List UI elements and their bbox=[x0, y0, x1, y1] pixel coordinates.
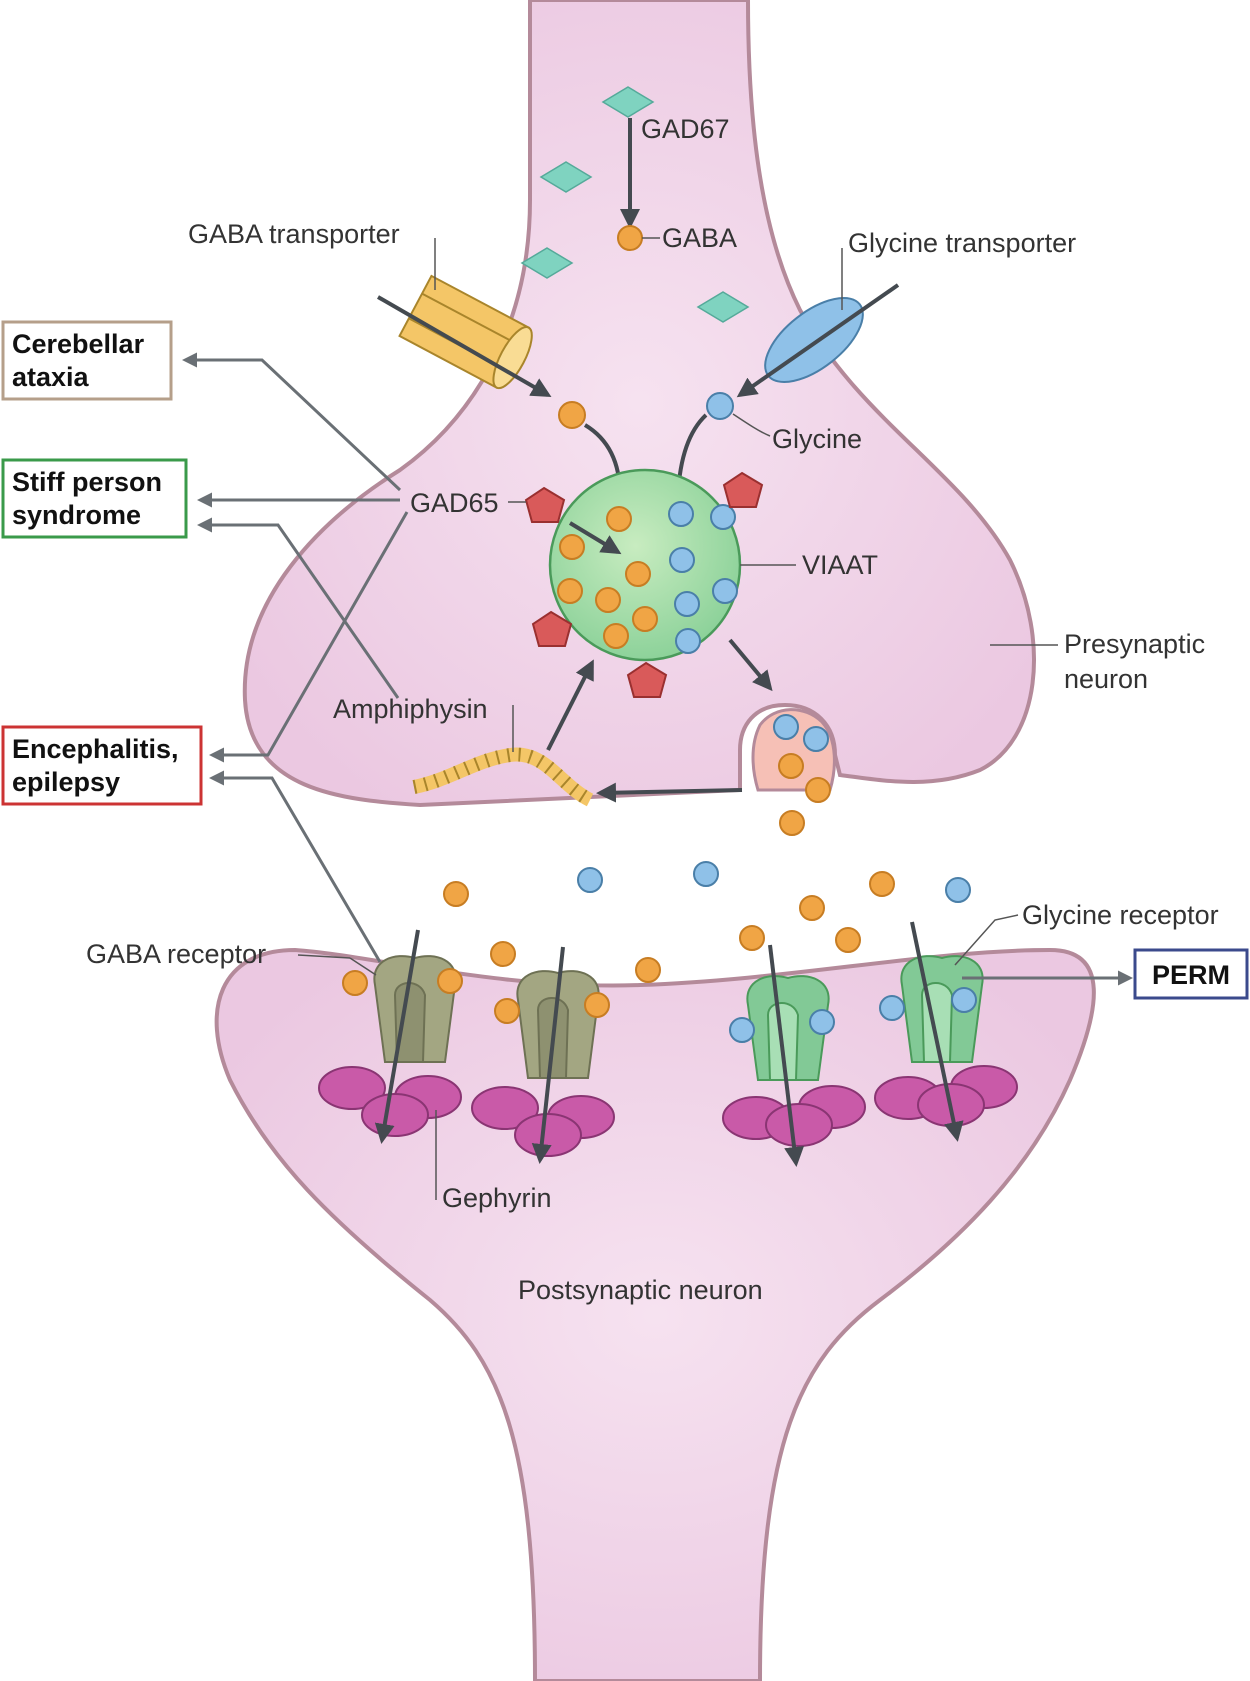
svg-text:Stiff person: Stiff person bbox=[12, 467, 162, 497]
glycine-label: Glycine bbox=[772, 424, 862, 454]
endocytosis-arrow bbox=[546, 659, 594, 751]
ion-flow-arrows bbox=[374, 921, 964, 1167]
gad67-diamonds bbox=[520, 86, 750, 323]
gaba-receptor-label: GABA receptor bbox=[86, 939, 266, 969]
vesicle-glycine-balls bbox=[668, 501, 738, 654]
gaba-transporter bbox=[398, 274, 533, 390]
disease-connector-arrows bbox=[182, 352, 1133, 986]
gaba-transporter-label: GABA transporter bbox=[188, 219, 400, 249]
vesicle-to-release-arrow bbox=[728, 638, 773, 692]
release-glycine-balls bbox=[773, 714, 829, 752]
glycine-receptor-2 bbox=[879, 955, 984, 1063]
gephyrin-label: Gephyrin bbox=[442, 1183, 552, 1213]
gaba-uptake-arrow bbox=[377, 295, 552, 397]
glycine-transporter-label: Glycine transporter bbox=[848, 228, 1076, 258]
svg-text:Encephalitis,: Encephalitis, bbox=[12, 734, 179, 764]
svg-text:syndrome: syndrome bbox=[12, 500, 141, 530]
gad65-pentagons bbox=[524, 471, 764, 698]
glycine-receptor-label: Glycine receptor bbox=[1022, 900, 1219, 930]
cleft-glycine-balls bbox=[577, 861, 971, 903]
postsynaptic-label: Postsynaptic neuron bbox=[518, 1275, 763, 1305]
viaat-label: VIAAT bbox=[802, 550, 878, 580]
gaba-molecule-label bbox=[617, 225, 643, 251]
recycling-arrow bbox=[596, 782, 743, 803]
amphiphysin-label: Amphiphysin bbox=[333, 694, 488, 724]
cerebellar-ataxia-box: Cerebellar ataxia bbox=[1, 320, 173, 401]
gad67-label: GAD67 bbox=[641, 114, 730, 144]
gaba-receptor-1 bbox=[342, 955, 463, 1063]
svg-text:epilepsy: epilepsy bbox=[12, 767, 120, 797]
gaba-label: GABA bbox=[662, 223, 737, 253]
cleft-gaba-balls bbox=[443, 871, 895, 983]
vesicle-gaba-balls bbox=[557, 506, 658, 649]
glycine-uptake-arrow bbox=[736, 283, 900, 398]
presynaptic-label-line2: neuron bbox=[1064, 664, 1148, 694]
svg-text:ataxia: ataxia bbox=[12, 362, 90, 392]
gaba-ball bbox=[558, 401, 586, 429]
svg-text:Cerebellar: Cerebellar bbox=[12, 329, 145, 359]
svg-text:PERM: PERM bbox=[1152, 960, 1230, 990]
encephalitis-epilepsy-box: Encephalitis, epilepsy bbox=[1, 725, 203, 806]
presynaptic-label-line1: Presynaptic bbox=[1064, 629, 1205, 659]
release-gaba-balls bbox=[778, 753, 831, 836]
stiff-person-syndrome-box: Stiff person syndrome bbox=[1, 458, 188, 539]
gad65-label: GAD65 bbox=[410, 488, 499, 518]
glycine-ball bbox=[706, 392, 734, 420]
perm-box: PERM bbox=[1133, 948, 1249, 1000]
